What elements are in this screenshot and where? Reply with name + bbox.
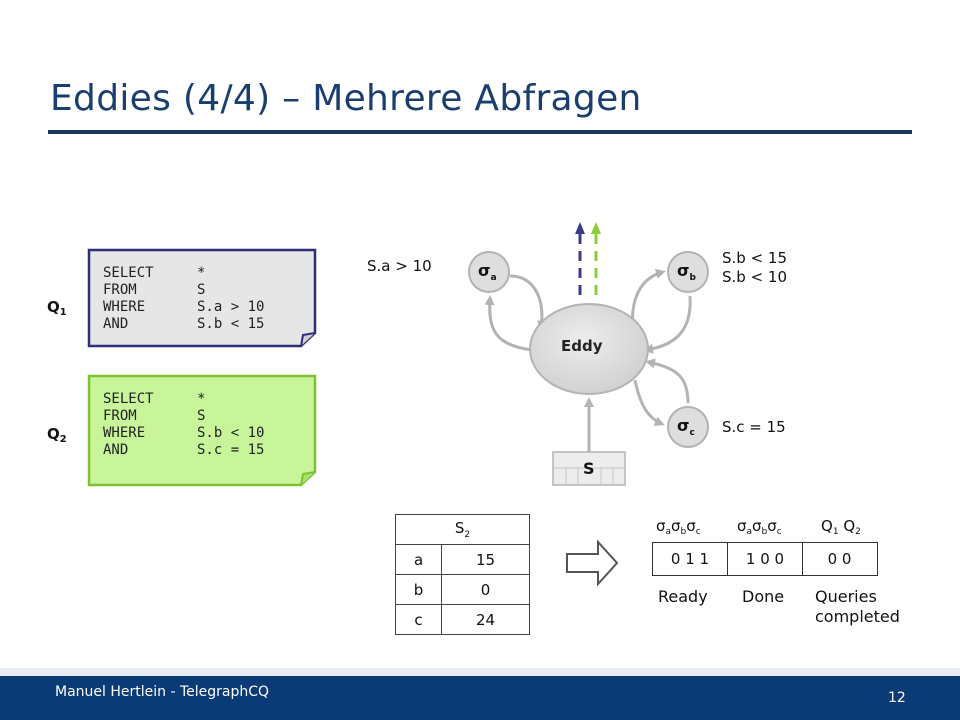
arrow-sigma-b-to-eddy <box>643 295 692 354</box>
eddy-label: Eddy <box>561 337 603 355</box>
queries-completed-caption: Queries completed <box>815 587 900 626</box>
slide-title: Eddies (4/4) – Mehrere Abfragen <box>50 78 642 119</box>
arrow-sigma-c-to-eddy <box>645 358 690 404</box>
arrow-eddy-to-sigma-b <box>630 268 666 331</box>
sigma-a-label: σa <box>478 261 497 284</box>
sigma-c-node <box>667 406 709 448</box>
source-stream-box <box>552 451 626 486</box>
eddy-node <box>529 303 649 395</box>
query-2-label: Q2 <box>47 425 67 445</box>
arrow-eddy-to-sigma-a <box>484 295 533 352</box>
sigma-b-label: σb <box>677 261 696 284</box>
condition-c: S.c = 15 <box>722 418 786 436</box>
ready-bits: 0 1 1 <box>653 543 728 575</box>
footer-author: Manuel Hertlein - TelegraphCQ <box>55 684 270 700</box>
footer-bar <box>0 676 960 720</box>
done-bits-header: σaσbσc <box>737 517 782 537</box>
bitmap-box: 0 1 1 1 0 0 0 0 <box>652 542 878 576</box>
tuple-name: S2 <box>395 514 530 545</box>
source-label: S <box>583 459 595 478</box>
condition-a: S.a > 10 <box>367 257 432 275</box>
ready-caption: Ready <box>658 587 708 606</box>
footer-band <box>0 668 960 676</box>
condition-b1: S.b < 15 <box>722 249 788 267</box>
sigma-c-label: σc <box>677 416 695 439</box>
query-1-label: Q1 <box>47 298 67 318</box>
arrow-sigma-a-to-eddy <box>509 274 547 331</box>
transition-arrow <box>566 539 619 587</box>
queries-bits-header: Q1 Q2 <box>821 517 861 537</box>
ready-bits-header: σaσbσc <box>656 517 701 537</box>
query-1-note-shape <box>87 248 317 348</box>
done-bits: 1 0 0 <box>728 543 803 575</box>
done-caption: Done <box>742 587 785 606</box>
query-2-note-shape <box>87 374 317 487</box>
queries-completed-bits: 0 0 <box>827 550 852 568</box>
sigma-b-node <box>667 251 709 293</box>
title-underline <box>48 130 912 134</box>
arrow-eddy-to-sigma-c <box>633 379 665 426</box>
condition-b2: S.b < 10 <box>722 268 788 286</box>
sigma-a-node <box>468 251 510 293</box>
page-number: 12 <box>888 690 906 706</box>
